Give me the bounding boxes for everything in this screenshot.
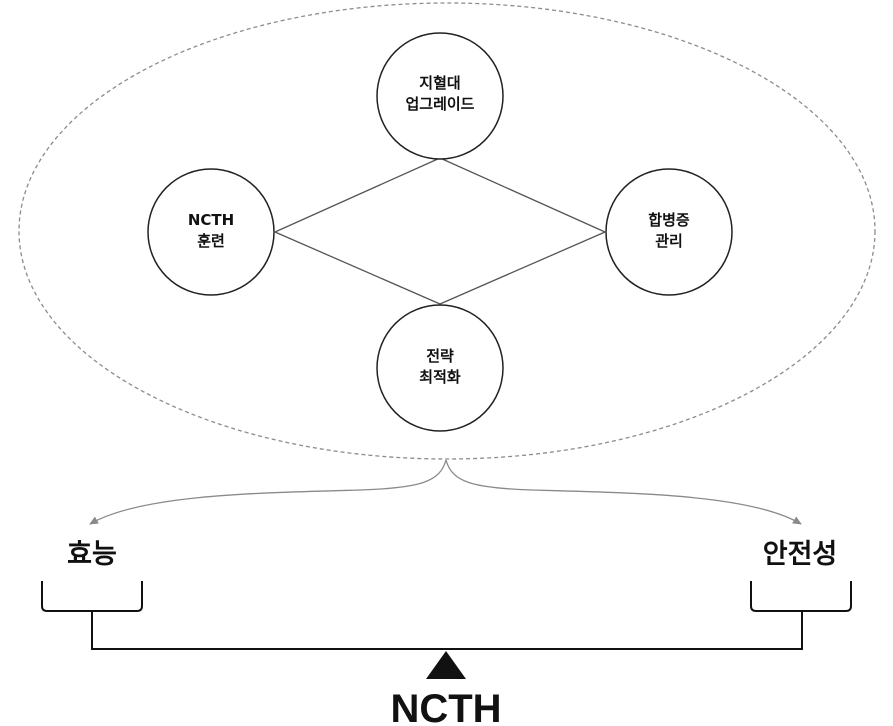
node-right-circle — [605, 168, 733, 296]
safety-label: 안전성 — [763, 539, 838, 570]
node-bottom-line2: 최적화 — [419, 368, 461, 386]
diamond-connectors — [274, 157, 606, 305]
node-right: 합병증 관리 — [605, 168, 733, 296]
connector-bottom-right — [439, 231, 606, 305]
grouping-ellipse — [18, 2, 876, 460]
fulcrum-label: NCTH — [390, 687, 501, 726]
node-bottom: 전략 최적화 — [376, 304, 504, 432]
node-left-circle — [147, 168, 275, 296]
connector-bottom-left — [274, 231, 441, 305]
node-top-line2: 업그레이드 — [405, 95, 474, 113]
node-top-line1: 지혈대 — [419, 74, 460, 92]
connector-top-right — [439, 157, 606, 233]
node-bottom-circle — [376, 304, 504, 432]
node-top: 지혈대 업그레이드 — [376, 32, 504, 160]
connector-top-left — [274, 157, 441, 233]
arrow-to-efficacy — [89, 459, 447, 525]
node-left-line2: 훈련 — [197, 232, 225, 250]
node-bottom-line1: 전략 — [426, 347, 454, 365]
node-top-circle — [376, 32, 504, 160]
efficacy-label: 효능 — [67, 539, 117, 570]
node-right-line1: 합병증 — [648, 211, 690, 229]
node-left: NCTH 훈련 — [147, 168, 275, 296]
node-left-line1: NCTH — [188, 211, 234, 229]
arrow-to-safety — [445, 459, 802, 525]
right-pan — [750, 581, 852, 612]
balance-scale — [41, 581, 852, 650]
split-arrows — [89, 459, 802, 525]
left-pan — [41, 581, 143, 612]
fulcrum-triangle — [426, 651, 466, 679]
balance-beam — [91, 611, 803, 650]
node-right-line2: 관리 — [655, 232, 683, 250]
